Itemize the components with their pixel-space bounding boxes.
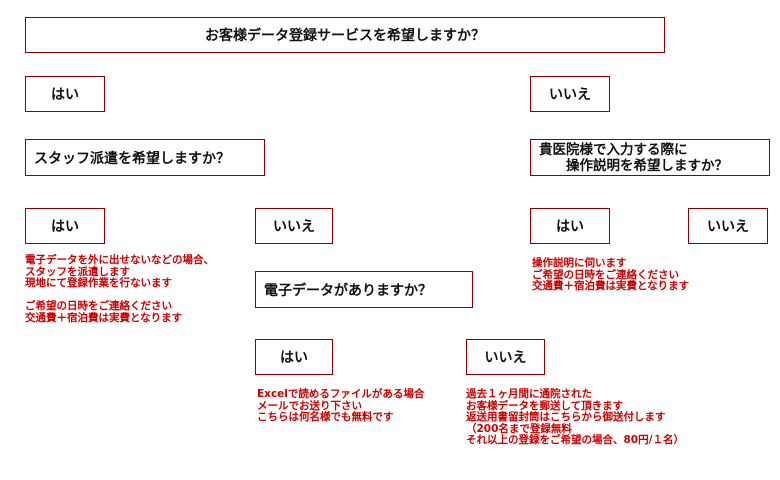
question-data-registration: お客様データ登録サービスを希望しますか？ [25,17,665,53]
question-electronic-data: 電子データがありますか？ [255,271,473,308]
answer-yes-registration: はい [25,76,105,112]
note-staff-yes: 電子データを外に出せないなどの場合、 スタッフを派遣します 現地にて登録作業を行… [25,254,214,324]
answer-no-data: いいえ [466,339,545,375]
answer-yes-guide: はい [530,208,610,244]
answer-no-registration: いいえ [530,76,610,112]
question-operation-guide: 貴医院様で入力する際に 操作説明を希望しますか？ [530,139,770,176]
note-data-yes: Excelで読めるファイルがある場合 メールでお送り下さい こちらは何名様でも無… [257,388,425,423]
note-guide-yes: 操作説明に伺います ご希望の日時をご連絡ください 交通費＋宿泊費は実費となります [532,257,690,292]
question-staff-dispatch: スタッフ派遣を希望しますか？ [25,139,265,176]
answer-yes-staff: はい [25,208,105,244]
answer-no-guide: いいえ [688,208,768,244]
answer-no-staff: いいえ [255,208,333,244]
note-data-no: 過去１ヶ月間に通院された お客様データを郵送して頂きます 返送用書留封筒はこちら… [466,388,684,446]
answer-yes-data: はい [255,339,333,375]
